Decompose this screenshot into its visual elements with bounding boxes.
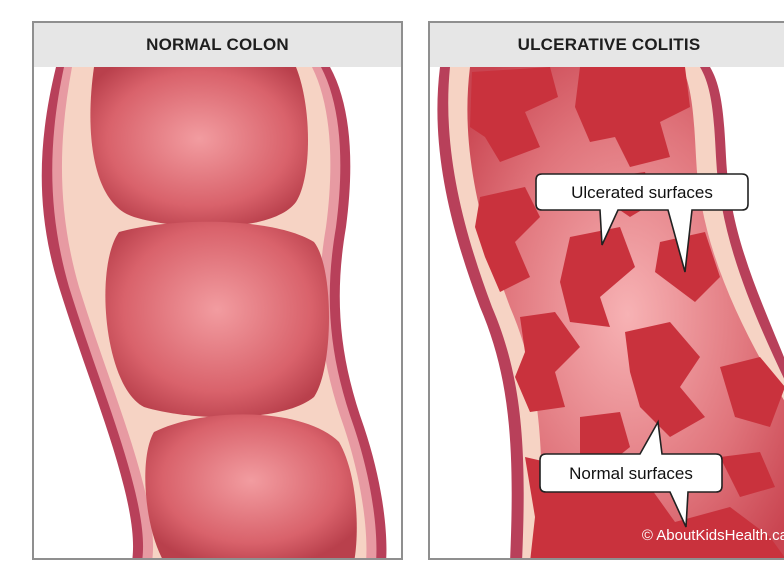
ulcerated-surfaces-label: Ulcerated surfaces	[571, 183, 713, 202]
ulcerative-colitis-panel: ULCERATIVE COLITIS	[428, 21, 784, 560]
haustral-fold	[145, 414, 356, 560]
normal-colon-illustration	[34, 67, 401, 560]
ulcerative-colitis-illustration: Ulcerated surfaces Normal surfaces	[430, 67, 784, 560]
haustral-fold	[105, 222, 329, 417]
copyright-credit: © AboutKidsHealth.ca	[642, 527, 784, 544]
normal-colon-title: NORMAL COLON	[34, 23, 401, 67]
normal-colon-panel: NORMAL COLON	[32, 21, 403, 560]
haustral-fold	[90, 67, 308, 227]
normal-surfaces-label: Normal surfaces	[569, 464, 693, 483]
ulcerative-colitis-title: ULCERATIVE COLITIS	[430, 23, 784, 67]
